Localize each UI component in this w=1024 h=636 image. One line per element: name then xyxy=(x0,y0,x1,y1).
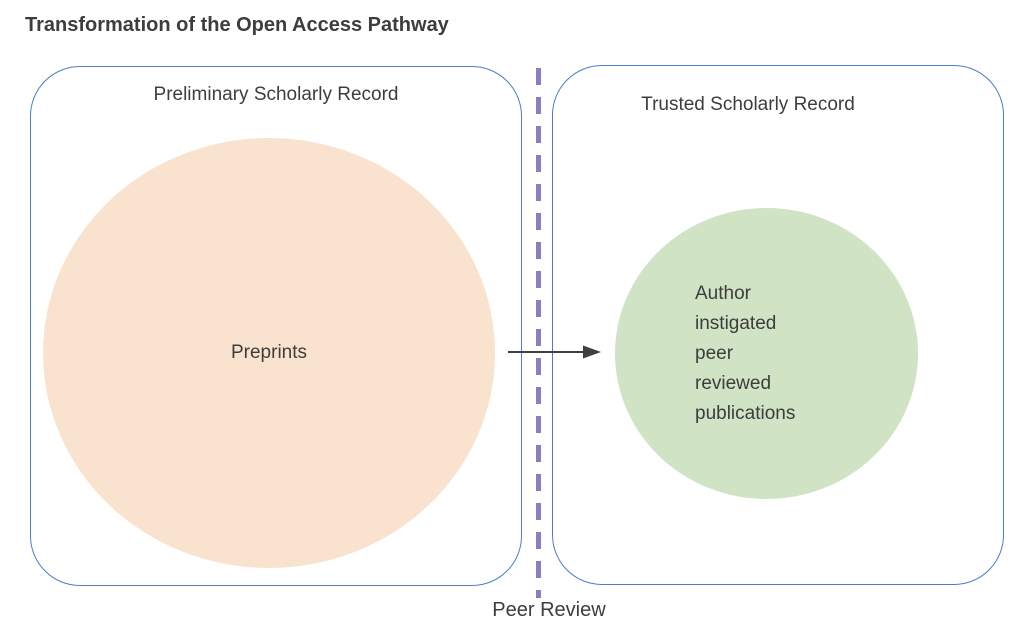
publications-label: Author instigated peer reviewed publicat… xyxy=(695,282,796,424)
preliminary-scholarly-record-box: Preliminary Scholarly Record Preprints xyxy=(30,66,522,586)
right-arrow-icon xyxy=(508,345,601,359)
page-title: Transformation of the Open Access Pathwa… xyxy=(25,14,449,36)
trusted-scholarly-record-title: Trusted Scholarly Record xyxy=(641,94,855,115)
preprints-label: Preprints xyxy=(230,342,308,363)
trusted-scholarly-record-box: Trusted Scholarly Record Author instigat… xyxy=(552,65,1004,585)
peer-review-divider-line xyxy=(536,68,541,598)
publications-circle: Author instigated peer reviewed publicat… xyxy=(615,208,918,499)
preprints-circle: Preprints xyxy=(43,138,495,568)
preliminary-scholarly-record-title: Preliminary Scholarly Record xyxy=(153,84,399,105)
peer-review-label: Peer Review xyxy=(492,599,606,621)
